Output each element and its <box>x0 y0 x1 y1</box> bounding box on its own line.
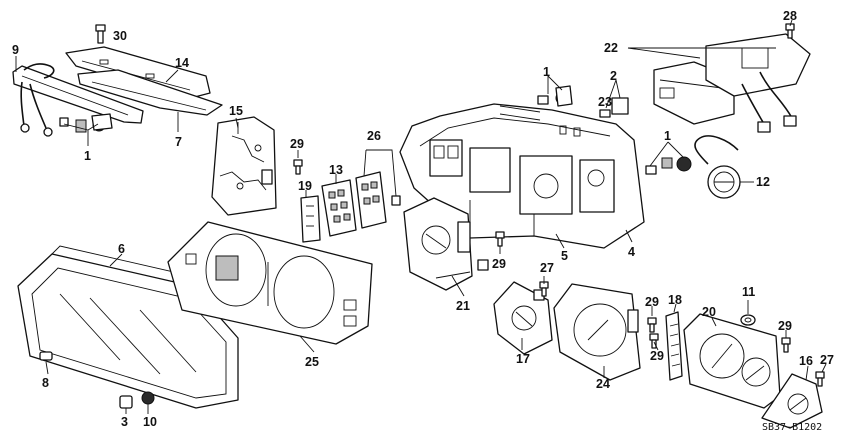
unit-22 <box>653 23 811 133</box>
screw-28 <box>785 23 795 39</box>
label-1-right: 1 <box>664 129 671 143</box>
small-parts-lower-left <box>39 351 155 409</box>
label-3: 3 <box>121 415 128 429</box>
indicator-26 <box>355 171 401 229</box>
indicator-19 <box>300 195 321 243</box>
label-2: 2 <box>610 69 617 83</box>
screw-29-d <box>781 337 791 353</box>
washer-11 <box>740 314 756 326</box>
label-1-left: 1 <box>84 149 91 163</box>
label-25: 25 <box>305 355 319 369</box>
label-27-a: 27 <box>540 261 554 275</box>
label-4: 4 <box>628 245 635 259</box>
gauge-21 <box>403 197 489 291</box>
screw-29-a <box>293 159 303 175</box>
label-19: 19 <box>298 179 312 193</box>
label-6: 6 <box>118 242 125 256</box>
label-18: 18 <box>668 293 682 307</box>
part-number-labels: 30 9 14 7 1 15 29 13 19 26 1 2 23 22 28 … <box>12 9 834 433</box>
gauge-16 <box>761 373 823 429</box>
label-29-d: 29 <box>650 349 664 363</box>
label-26: 26 <box>367 129 381 143</box>
printed-circuit-15 <box>211 116 277 216</box>
dial-plate-20 <box>683 313 781 409</box>
bulb-socket-right <box>645 156 692 175</box>
label-15: 15 <box>229 104 243 118</box>
label-11: 11 <box>742 285 755 299</box>
bracket-assembly <box>12 24 223 137</box>
unit-12 <box>694 135 741 199</box>
leader-lines <box>15 19 827 414</box>
label-24: 24 <box>596 377 610 391</box>
label-29-b: 29 <box>492 257 506 271</box>
drawing-code: SB37-B1202 <box>762 422 822 433</box>
label-20: 20 <box>702 305 716 319</box>
label-27-b: 27 <box>820 353 834 367</box>
label-28: 28 <box>783 9 797 23</box>
label-29-a: 29 <box>290 137 304 151</box>
label-29-c: 29 <box>645 295 659 309</box>
indicator-13 <box>321 179 357 237</box>
screw-30 <box>95 24 106 44</box>
bulb-sockets-top <box>537 85 629 118</box>
label-16: 16 <box>799 354 813 368</box>
meter-24 <box>553 283 641 381</box>
label-22: 22 <box>604 41 618 55</box>
label-23: 23 <box>598 95 612 109</box>
screw-29-b <box>495 231 505 247</box>
label-5: 5 <box>561 249 568 263</box>
label-13: 13 <box>329 163 343 177</box>
label-9: 9 <box>12 43 19 57</box>
label-1-top: 1 <box>543 65 550 79</box>
label-21: 21 <box>456 299 470 313</box>
gauge-17 <box>493 281 553 355</box>
screw-27-b <box>815 371 825 387</box>
screws-29-c <box>647 317 659 349</box>
label-17: 17 <box>516 352 530 366</box>
indicator-strip-18 <box>665 311 683 381</box>
label-7: 7 <box>175 135 182 149</box>
label-10: 10 <box>143 415 157 429</box>
label-30: 30 <box>113 29 127 43</box>
label-14: 14 <box>175 56 189 70</box>
panel-25 <box>167 221 373 345</box>
label-12: 12 <box>756 175 770 189</box>
label-8: 8 <box>42 376 49 390</box>
label-29-e: 29 <box>778 319 792 333</box>
